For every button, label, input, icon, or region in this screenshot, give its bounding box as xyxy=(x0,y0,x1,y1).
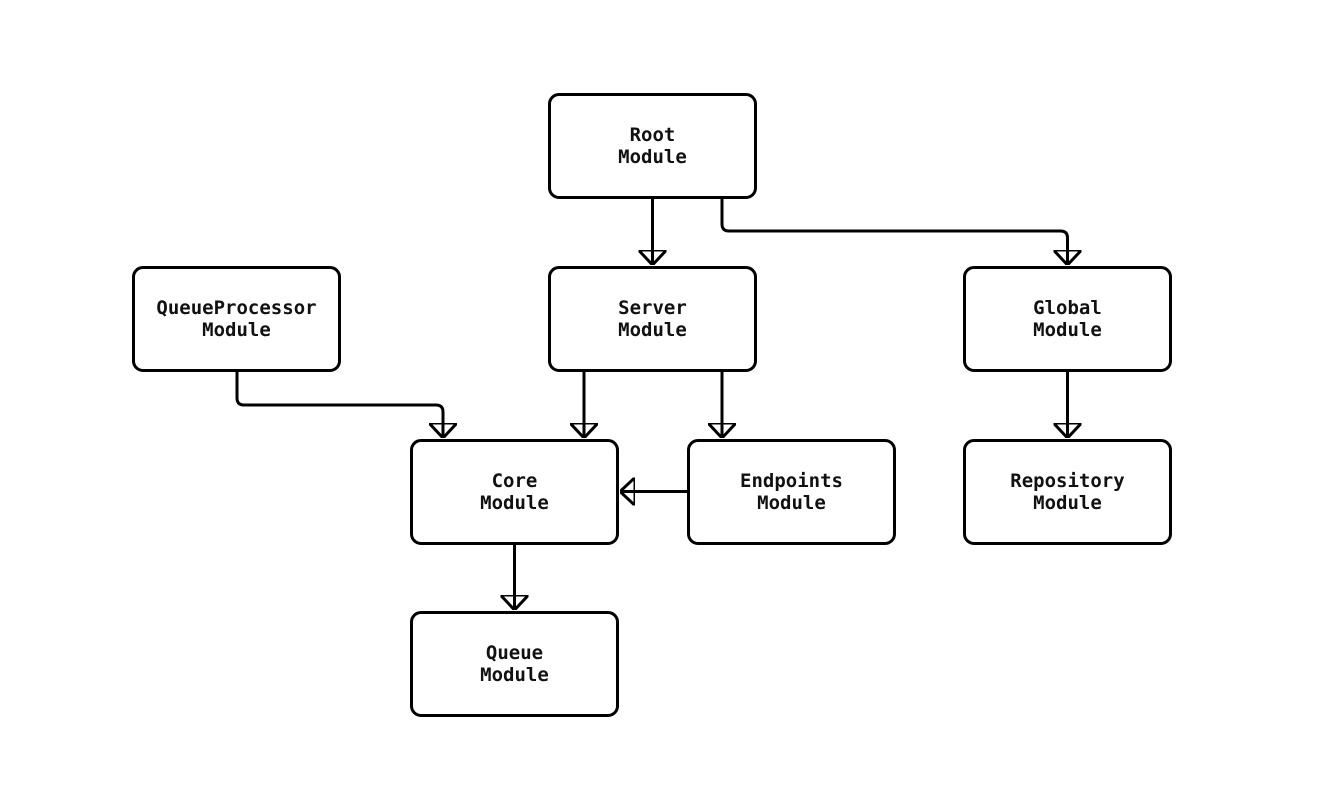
node-server-module: Server Module xyxy=(548,266,757,372)
node-core-module: Core Module xyxy=(410,439,619,545)
node-core-module-label: Core Module xyxy=(480,470,549,514)
node-server-module-label: Server Module xyxy=(618,297,687,341)
node-queue-module: Queue Module xyxy=(410,611,619,717)
edge-root-global xyxy=(720,199,1068,265)
node-root-module: Root Module xyxy=(548,93,757,199)
node-queueprocessor-module-label: QueueProcessor Module xyxy=(156,297,317,341)
node-repository-module: Repository Module xyxy=(963,439,1172,545)
node-repository-module-label: Repository Module xyxy=(1010,470,1125,514)
node-queueprocessor-module: QueueProcessor Module xyxy=(132,266,341,372)
node-endpoints-module: Endpoints Module xyxy=(687,439,896,545)
node-global-module: Global Module xyxy=(963,266,1172,372)
edge-queueprocessor-core xyxy=(235,372,443,438)
node-root-module-label: Root Module xyxy=(618,124,687,168)
node-queue-module-label: Queue Module xyxy=(480,642,549,686)
node-global-module-label: Global Module xyxy=(1033,297,1102,341)
node-endpoints-module-label: Endpoints Module xyxy=(740,470,843,514)
